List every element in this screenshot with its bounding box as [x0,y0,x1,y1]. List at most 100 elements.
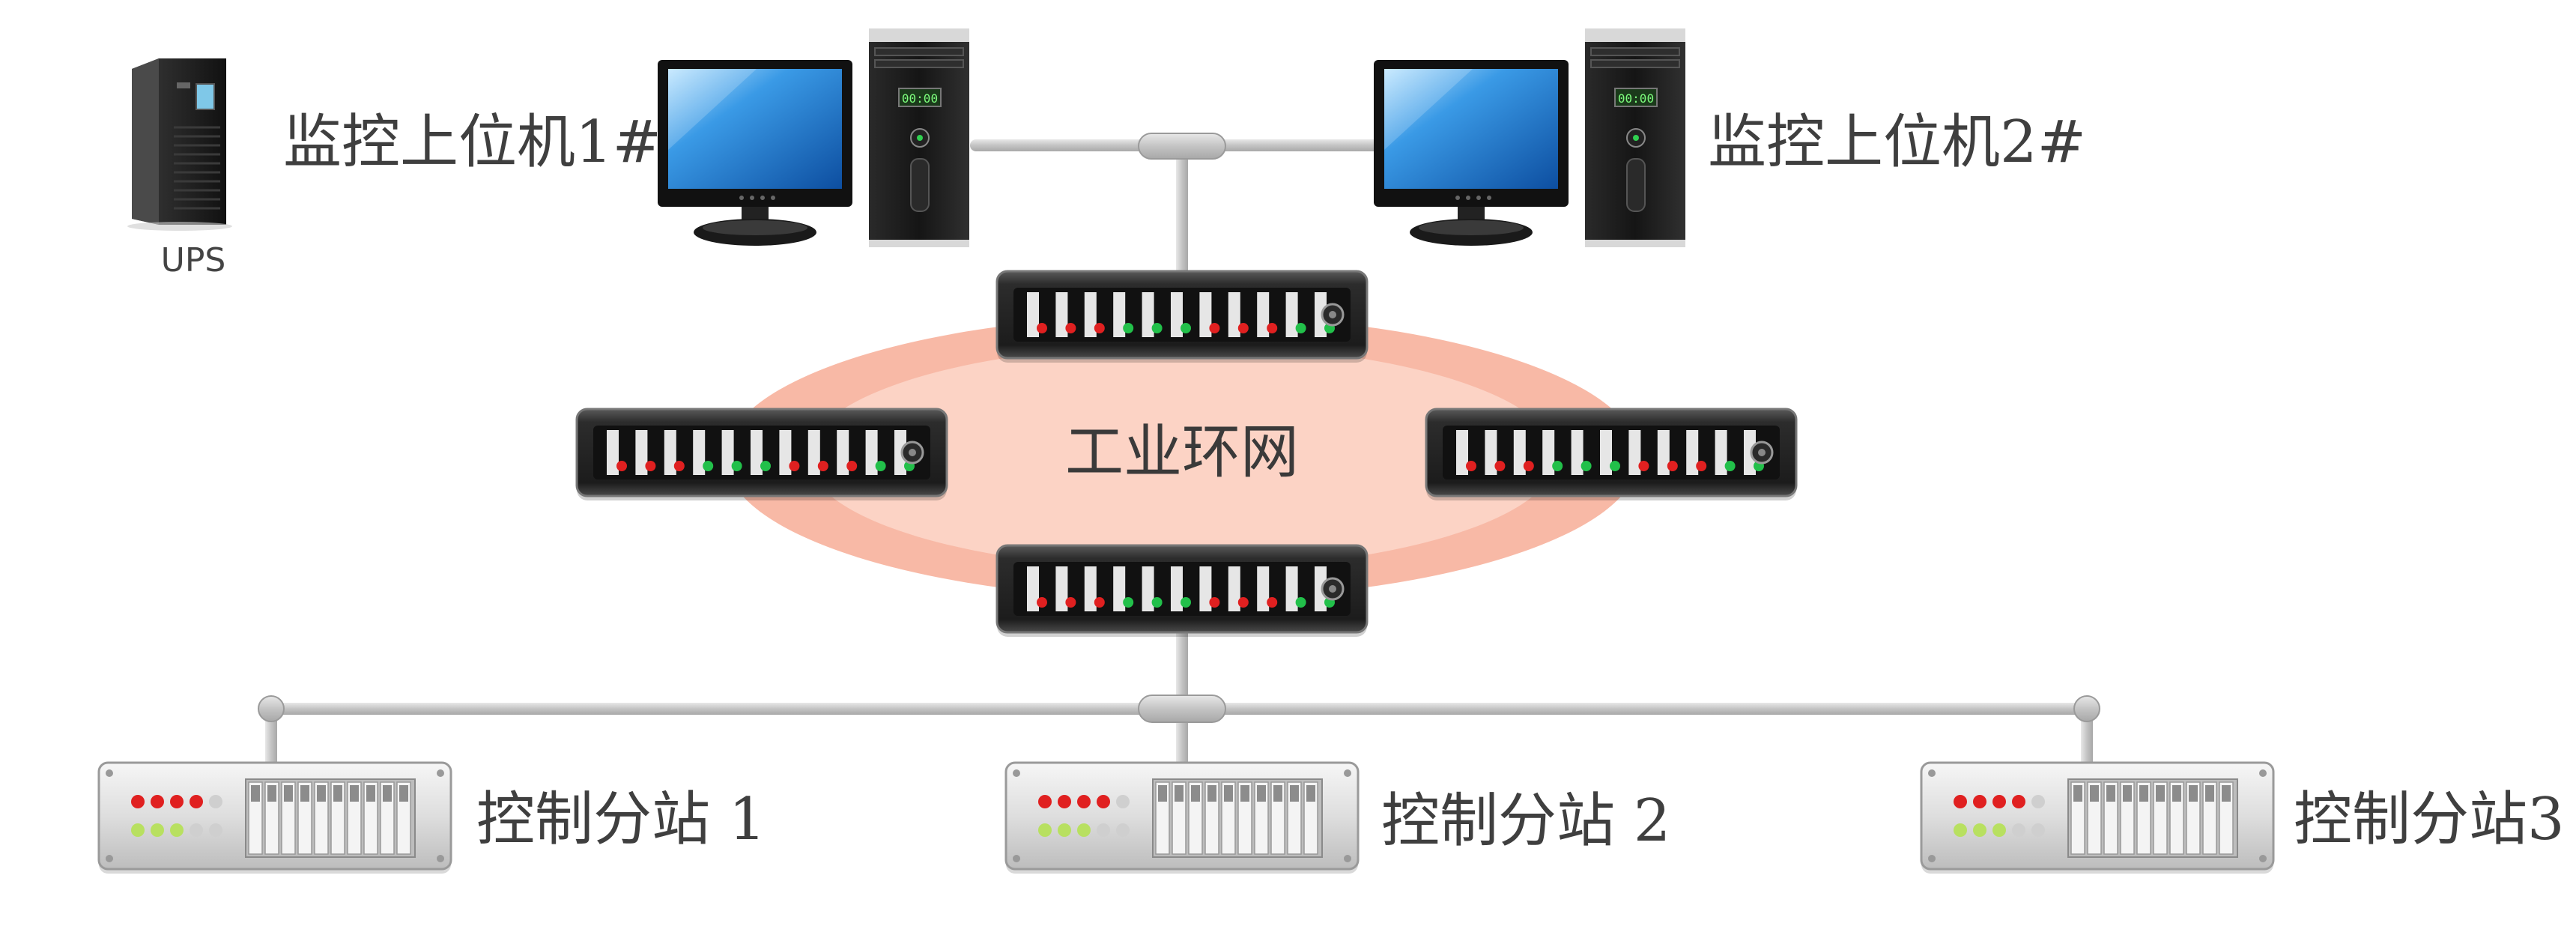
switch-led [616,461,627,471]
drop-cable-3 [2081,709,2093,766]
switch-led [1237,323,1249,333]
switch-port [1456,430,1468,475]
substation-led [2031,795,2045,808]
substation-led [170,795,184,808]
substation-led [151,823,164,837]
substation-1-icon [97,761,452,874]
switch-port [779,430,792,475]
ups-label: UPS [161,241,226,279]
switch-port [1142,292,1154,337]
switch-led [1523,461,1534,471]
substation-led [209,823,222,837]
switch-port [1600,430,1612,475]
substation-led [190,823,203,837]
switch-port [1628,430,1641,475]
top-cables [970,133,1389,276]
substation-led [190,795,203,808]
switch-port [1084,292,1097,337]
switch-led [1267,323,1278,333]
switch-led [673,461,685,471]
switch-led [1065,597,1076,608]
switch-port [607,430,619,475]
switch-port [1084,566,1097,611]
switch-led [1494,461,1506,471]
switch-led [1552,461,1563,471]
switch-led [846,461,858,471]
ups-cabinet-icon [127,58,232,231]
substation-led [1097,795,1110,808]
substation-led [1077,823,1091,837]
switch-port [1744,430,1756,475]
switch-led [875,461,886,471]
substation-led [1954,795,1967,808]
cable-end-cap-right [2073,695,2100,722]
switch-port [865,430,878,475]
switch-port [1315,292,1327,337]
switch-led [1181,597,1191,608]
substation-led [1992,795,2006,808]
substation-3-label: 控制分站3 [2294,786,2565,853]
switch-port [1657,430,1670,475]
monitor-host-2-label: 监控上位机2# [1708,109,2086,176]
switch-port [721,430,734,475]
bottom-cable-joint [1138,695,1226,723]
switch-led [1037,597,1047,608]
switch-led [1581,461,1592,471]
substation-led [151,795,164,808]
substation-1-label: 控制分站 1 [476,786,766,853]
switch-port [1513,430,1526,475]
switch-led [1667,461,1678,471]
switch-port [1113,292,1126,337]
switch-led [645,461,656,471]
switch-port [1027,566,1039,611]
substation-led [131,795,145,808]
switch-led [1295,597,1306,608]
switch-port [1315,566,1327,611]
switch-led [1696,461,1707,471]
switch-led [1094,323,1105,333]
switch-led [1209,323,1220,333]
switch-led [1466,461,1476,471]
substation-led [131,823,145,837]
switch-port [1055,292,1068,337]
switch-port [1171,566,1183,611]
ring-ellipse-inner [807,345,1557,569]
switch-led [1065,323,1076,333]
svg-text:00:00: 00:00 [902,91,938,106]
substation-led [170,823,184,837]
switch-port [1228,566,1240,611]
ring-network-label: 工业环网 [1065,419,1299,486]
switch-led [1295,323,1306,333]
substation-led [1077,795,1091,808]
switch-led [1209,597,1220,608]
switch-port [1571,430,1584,475]
switch-port [1228,292,1240,337]
ring-switches [575,270,1798,637]
top-vertical-cable [1176,147,1188,276]
substation-led [209,795,222,808]
substation-led [1058,823,1071,837]
substation-led [2031,823,2045,837]
substation-led [1058,795,1071,808]
switch-port [1715,430,1727,475]
switch-led [1267,597,1278,608]
switch-port [1542,430,1555,475]
switch-led [1151,597,1163,608]
substation-led [1992,823,2006,837]
substation-led [1973,795,1986,808]
monitor-host-1-computer-icon: 00:00 [658,28,969,247]
control-substations [97,761,2275,874]
monitor-host-2-computer-icon: 00:00 [1374,28,1685,247]
substation-2-label: 控制分站 2 [1381,787,1670,855]
switch-led [760,461,771,471]
switch-led [1123,597,1134,608]
substation-led [2012,795,2025,808]
switch-port [1285,566,1298,611]
switch-port [751,430,763,475]
switch-led [703,461,714,471]
switch-top [995,270,1369,363]
switch-led [789,461,800,471]
switch-port [1055,566,1068,611]
top-cable-joint [1138,133,1226,160]
switch-led [1037,323,1047,333]
